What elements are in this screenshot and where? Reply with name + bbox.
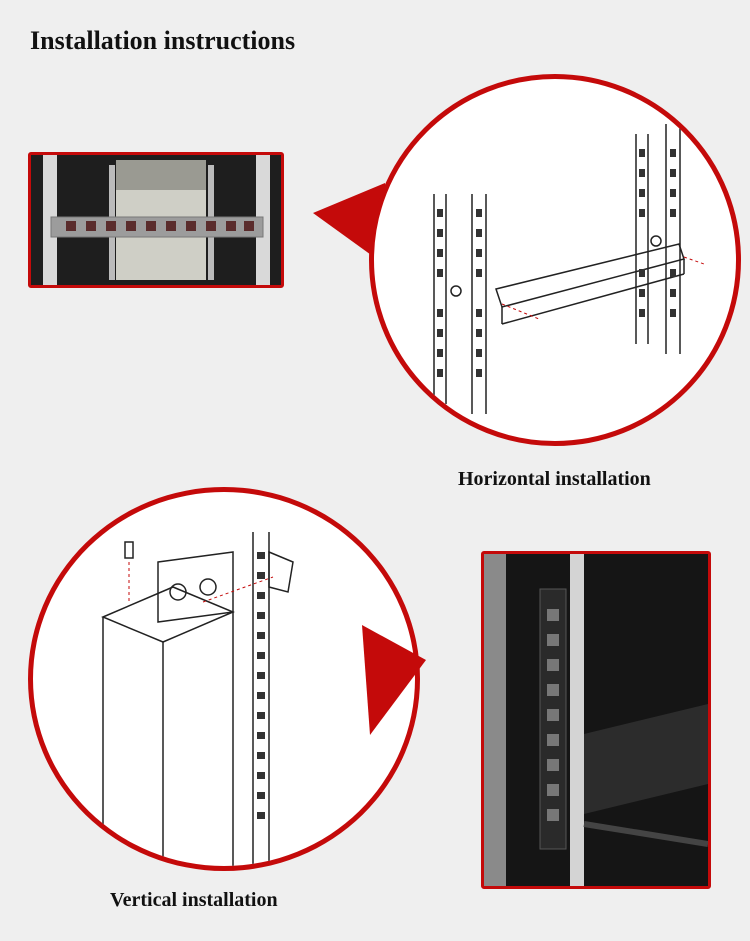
horizontal-installation-label: Horizontal installation — [458, 468, 651, 490]
vertical-installation-label: Vertical installation — [110, 889, 278, 911]
pointer-arrow — [362, 625, 426, 735]
vertical-install-diagram — [28, 487, 420, 871]
pointer-arrow — [313, 183, 385, 265]
horizontal-install-photo — [28, 152, 284, 288]
page-title: Installation instructions — [30, 26, 296, 55]
vertical-install-photo — [481, 551, 711, 889]
horizontal-install-diagram — [369, 74, 741, 446]
